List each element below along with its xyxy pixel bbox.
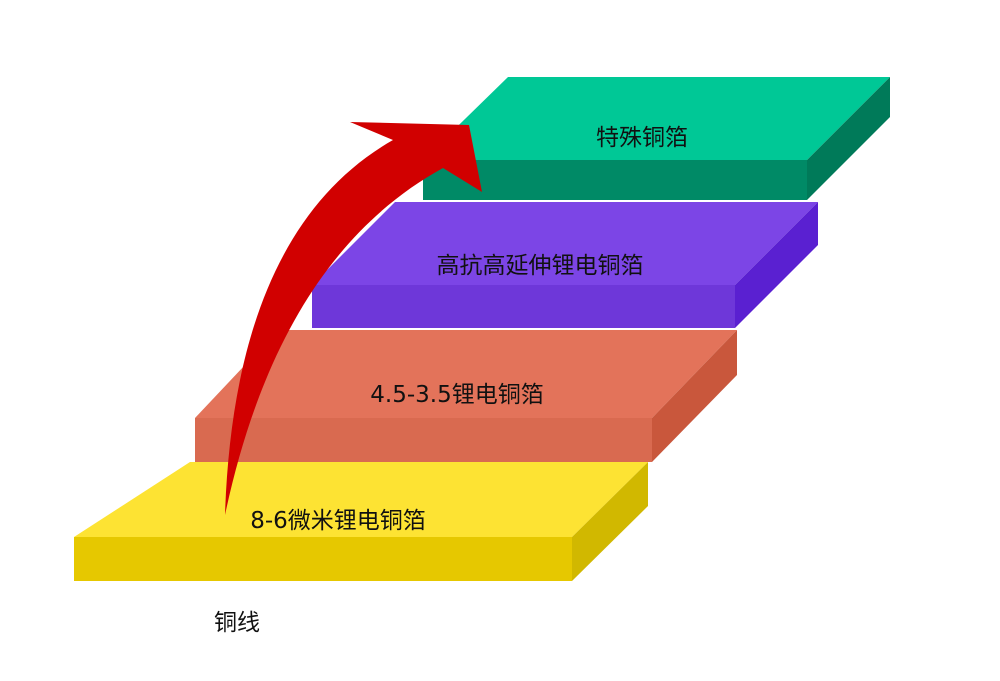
step-3-label: 高抗高延伸锂电铜箔 (436, 253, 644, 279)
upward-curved-arrow (225, 122, 482, 515)
base-label: 铜线 (214, 610, 260, 636)
step-2-top (195, 330, 737, 418)
step-3-side (735, 202, 818, 328)
step-2-label: 4.5-3.5锂电铜箔 (370, 382, 544, 408)
step-3-front (312, 285, 735, 328)
step-orange (195, 330, 737, 462)
step-1-top (74, 462, 648, 537)
step-3-top (312, 202, 818, 285)
step-4-label: 特殊铜箔 (596, 125, 688, 151)
step-1-side (572, 462, 648, 581)
step-2-side (652, 330, 737, 462)
step-4-side (807, 77, 890, 200)
step-green (423, 77, 890, 200)
step-yellow (74, 462, 648, 581)
step-purple (312, 202, 818, 328)
step-4-top (423, 77, 890, 160)
step-1-front (74, 537, 572, 581)
step-1-label: 8-6微米锂电铜箔 (250, 508, 426, 534)
step-2-front (195, 418, 652, 462)
step-4-front (423, 160, 807, 200)
